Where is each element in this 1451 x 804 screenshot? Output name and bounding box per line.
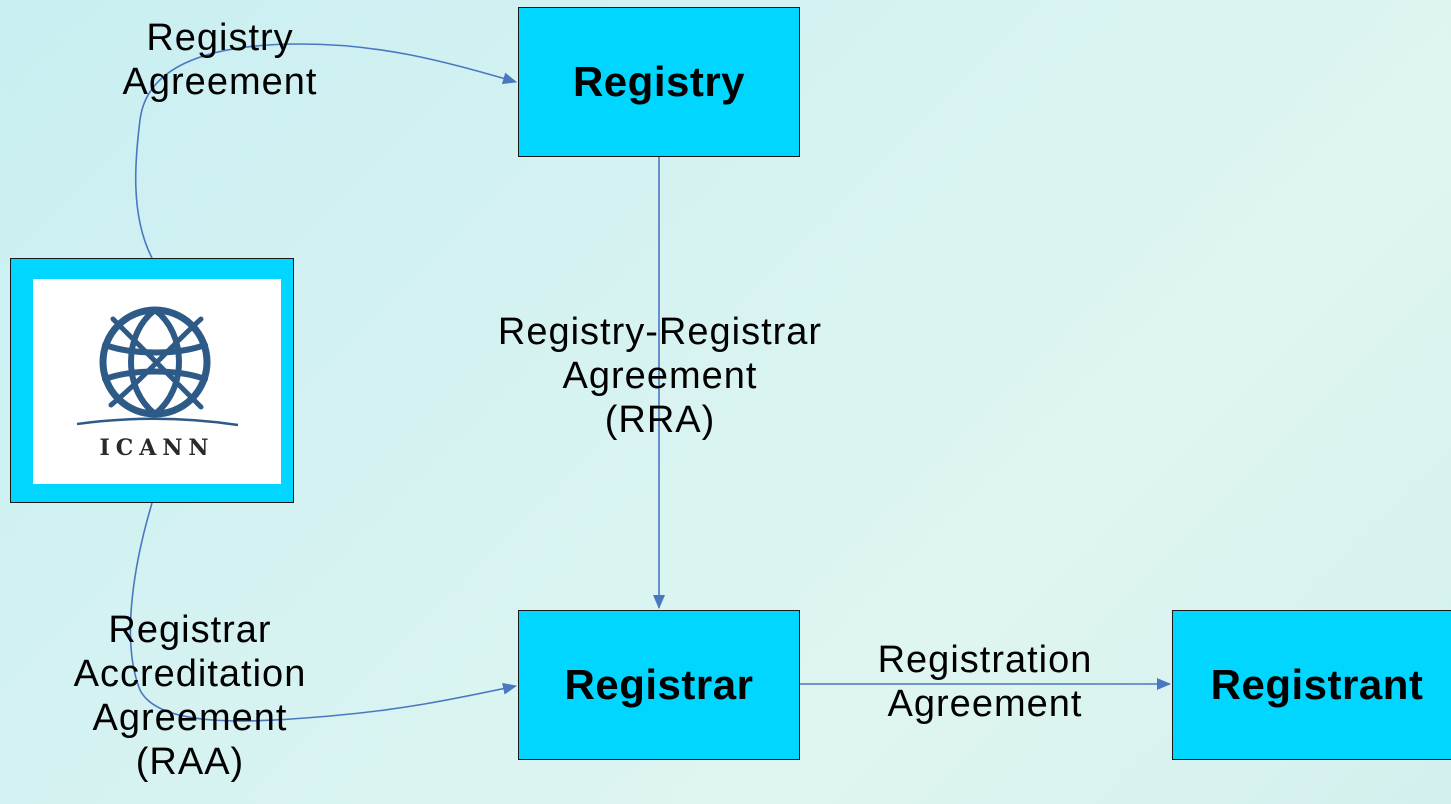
raa-line-4: (RAA) xyxy=(135,741,245,783)
registrar-label: Registrar xyxy=(564,661,754,708)
registrant-box: Registrant xyxy=(1172,610,1451,760)
registration-agreement-line-1: Registration xyxy=(877,639,1093,681)
registrar-box: Registrar xyxy=(518,610,800,760)
rra-line-3: (RRA) xyxy=(604,399,716,441)
icann-logo: ICANN xyxy=(33,279,281,484)
registry-agreement-line-2: Agreement xyxy=(122,61,318,103)
connector-registry-agreement xyxy=(134,43,517,259)
registry-agreement-label: Registry Agreement xyxy=(90,16,350,104)
registry-label: Registry xyxy=(572,58,746,105)
registration-agreement-line-2: Agreement xyxy=(887,683,1083,725)
rra-line-1: Registry-Registrar xyxy=(497,311,823,353)
raa-line-2: Accreditation xyxy=(73,653,307,695)
registrant-label: Registrant xyxy=(1210,661,1424,708)
globe-icon: ICANN xyxy=(76,306,239,461)
icann-logo-text: ICANN xyxy=(99,435,214,461)
registry-agreement-line-1: Registry xyxy=(146,17,294,59)
registration-agreement-label: Registration Agreement xyxy=(840,638,1130,726)
icann-box: ICANN xyxy=(10,258,294,503)
registry-box: Registry xyxy=(518,7,800,157)
raa-line-3: Agreement xyxy=(92,697,288,739)
rra-label: Registry-Registrar Agreement (RRA) xyxy=(440,310,880,442)
raa-label: Registrar Accreditation Agreement (RAA) xyxy=(40,608,340,784)
raa-line-1: Registrar xyxy=(108,609,272,651)
connector-raa xyxy=(129,502,517,722)
rra-line-2: Agreement xyxy=(562,355,758,397)
